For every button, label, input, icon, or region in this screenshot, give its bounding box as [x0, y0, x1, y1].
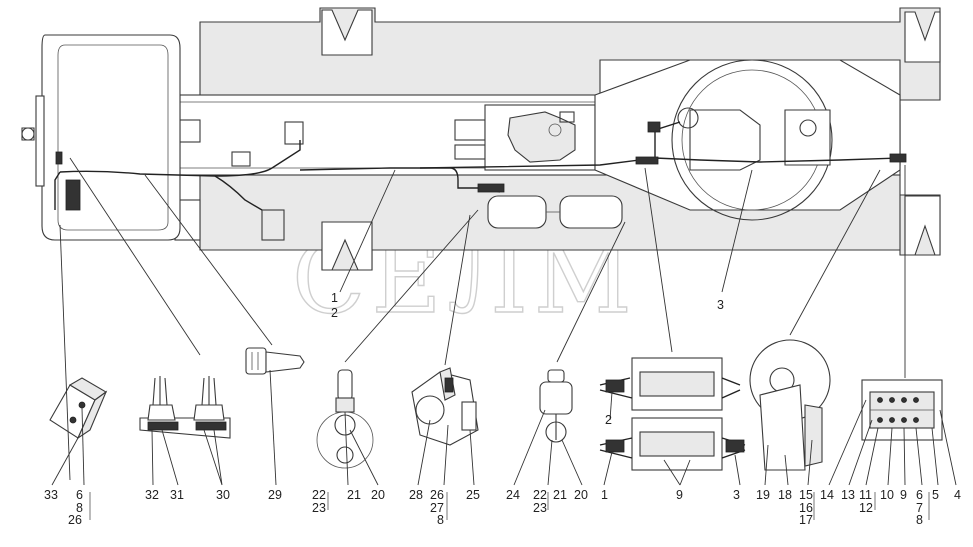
callout-3-top: 3 — [717, 298, 724, 312]
callout-32: 32 — [145, 488, 159, 502]
detail-relay-block-4-14 — [861, 379, 943, 441]
callout-7: 7 — [916, 501, 923, 515]
callout-1-bottom: 1 — [601, 488, 608, 502]
callout-23-b: 23 — [533, 501, 547, 515]
callout-11: 11 — [859, 488, 872, 502]
callout-9-mid: 9 — [676, 488, 683, 502]
callout-8-mid: 8 — [437, 513, 444, 527]
callout-21-b: 21 — [553, 488, 567, 502]
callout-3-bottom: 3 — [733, 488, 740, 502]
callout-4: 4 — [954, 488, 961, 502]
detail-pressure-switch-20-24 — [539, 369, 573, 443]
detail-sensor-bracket-30-32 — [139, 376, 231, 439]
callout-6-left: 6 — [76, 488, 83, 502]
callout-14: 14 — [820, 488, 834, 502]
callout-24: 24 — [506, 488, 520, 502]
callout-23-a: 23 — [312, 501, 326, 515]
callout-18: 18 — [778, 488, 792, 502]
callout-27: 27 — [430, 501, 444, 515]
callout-12: 12 — [859, 501, 873, 515]
callout-10: 10 — [880, 488, 894, 502]
leader-lines — [51, 157, 957, 486]
detail-valve-25-28 — [411, 367, 479, 446]
callout-22-a: 22 — [312, 488, 326, 502]
callout-28: 28 — [409, 488, 423, 502]
callout-25: 25 — [466, 488, 480, 502]
callout-2-bottom: 2 — [605, 413, 612, 427]
callout-26-mid: 26 — [430, 488, 444, 502]
callout-33: 33 — [44, 488, 58, 502]
callout-21-a: 21 — [347, 488, 361, 502]
callout-19: 19 — [756, 488, 770, 502]
callout-9-right: 9 — [900, 488, 907, 502]
callout-1-top: 1 — [331, 291, 338, 305]
detail-lamp-29 — [245, 347, 305, 375]
callout-20-b: 20 — [574, 488, 588, 502]
callout-16: 16 — [799, 501, 813, 515]
callout-8-left: 8 — [76, 501, 83, 515]
callout-2-top: 2 — [331, 306, 338, 320]
detail-terminal-block-9 — [599, 357, 746, 471]
callout-22-b: 22 — [533, 488, 547, 502]
callout-labels: 1 2 3 33 6 8 26 32 31 30 29 22 23 21 20 … — [44, 291, 961, 527]
callout-6-right: 6 — [916, 488, 923, 502]
callout-5: 5 — [932, 488, 939, 502]
callout-20-a: 20 — [371, 488, 385, 502]
chassis-frame — [21, 7, 941, 271]
callout-31: 31 — [170, 488, 184, 502]
callout-8-right: 8 — [916, 513, 923, 527]
callout-26-left: 26 — [68, 513, 82, 527]
callout-30: 30 — [216, 488, 230, 502]
callout-15: 15 — [799, 488, 813, 502]
callout-13: 13 — [841, 488, 855, 502]
callout-29: 29 — [268, 488, 282, 502]
detail-horn-15-19 — [749, 339, 831, 471]
callout-17: 17 — [799, 513, 813, 527]
callout-stack-ticks — [89, 492, 930, 520]
detail-switch-33 — [49, 377, 108, 440]
